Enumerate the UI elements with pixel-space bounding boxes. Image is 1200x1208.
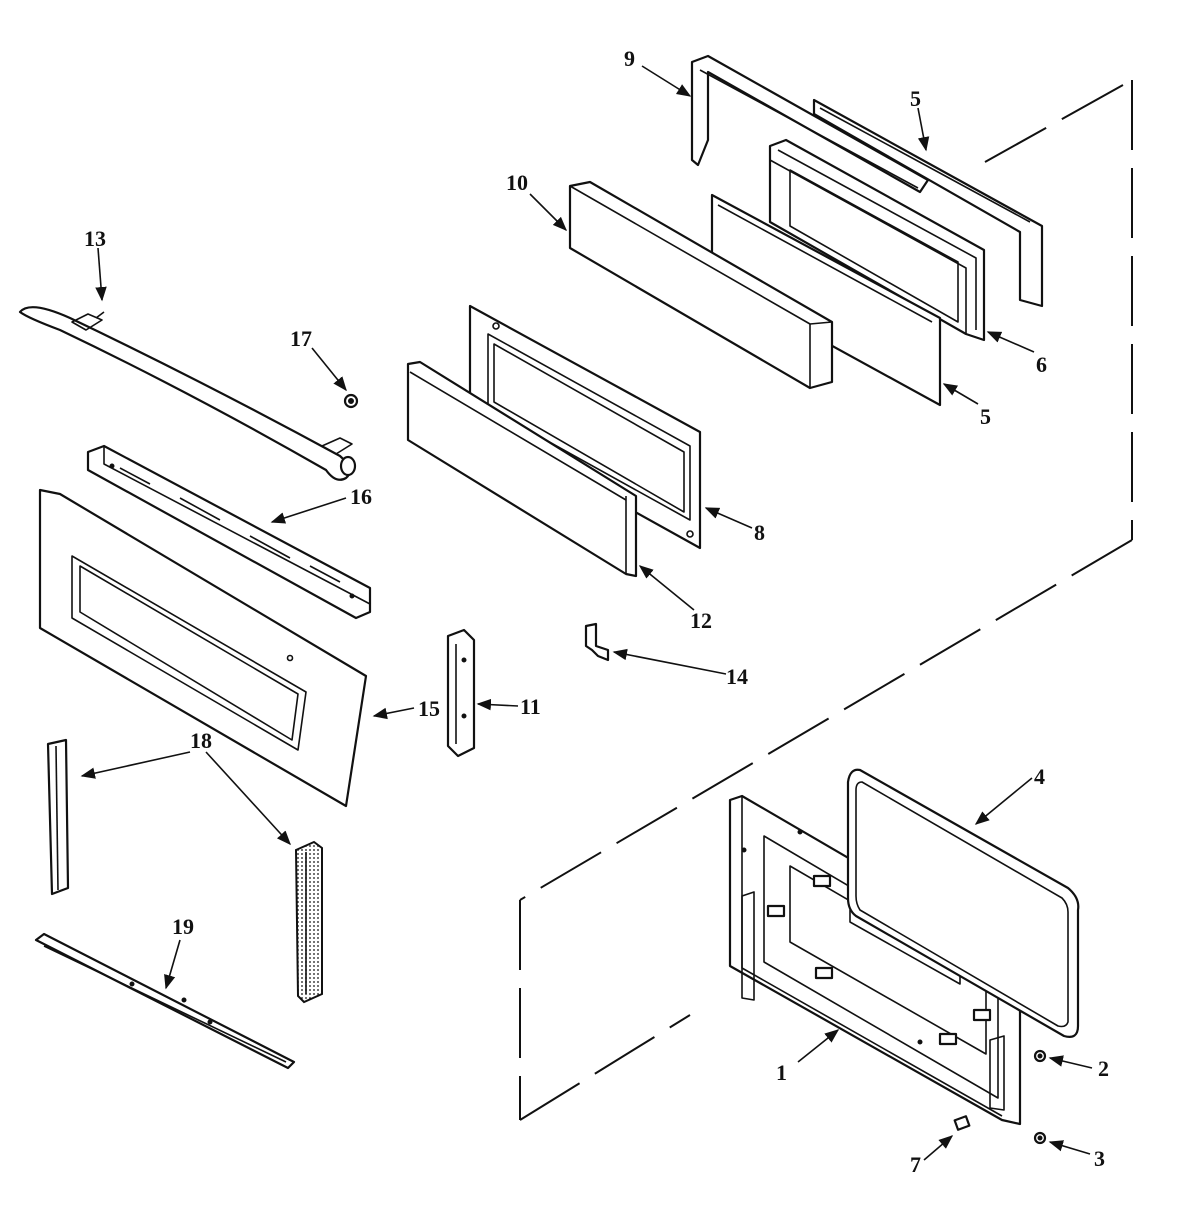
- callout-8: 8: [754, 520, 765, 545]
- part-4-gasket: [846, 768, 1080, 1038]
- callout-11: 11: [520, 694, 541, 719]
- part-18-side-trim-right: [294, 840, 323, 1004]
- callout-17: 17: [290, 326, 312, 351]
- callout-16: 16: [350, 484, 372, 509]
- part-2-fastener: [1033, 1049, 1047, 1063]
- part-9-trim: [690, 54, 930, 194]
- section-boundary-lines: [519, 79, 1133, 1121]
- part-8-inner-frame: [468, 304, 702, 550]
- callout-7: 7: [910, 1152, 921, 1177]
- part-10-baffle: [568, 180, 834, 390]
- part-19-bottom-rail: [34, 932, 296, 1070]
- part-7-spacer: [953, 1115, 971, 1131]
- callout-labels: 9 5 10 13 17 6 5 16 8 12 14 15 11 18 4 1…: [84, 46, 1109, 1177]
- part-13-handle: [18, 306, 357, 481]
- part-18-side-trim-left: [46, 738, 70, 896]
- callout-15: 15: [418, 696, 440, 721]
- part-11-side-trim: [446, 628, 476, 758]
- part-16-top-channel: [86, 444, 372, 620]
- callout-18: 18: [190, 728, 212, 753]
- callout-12: 12: [690, 608, 712, 633]
- leader-lines: [80, 65, 1093, 1161]
- part-5-insulation-upper: [812, 98, 1044, 308]
- part-6-glass-pack: [768, 138, 986, 342]
- callout-13: 13: [84, 226, 106, 251]
- callout-1: 1: [776, 1060, 787, 1085]
- callout-4: 4: [1034, 764, 1045, 789]
- callout-2: 2: [1098, 1056, 1109, 1081]
- callout-5-upper: 5: [910, 86, 921, 111]
- part-3-fastener: [1033, 1131, 1047, 1145]
- callout-14: 14: [726, 664, 748, 689]
- part-12-inner-glass: [406, 360, 638, 578]
- callout-10: 10: [506, 170, 528, 195]
- callout-6: 6: [1036, 352, 1047, 377]
- part-15-outer-door: [38, 488, 368, 808]
- part-14-clip: [584, 622, 610, 662]
- part-17-fastener: [343, 393, 359, 409]
- callout-9: 9: [624, 46, 635, 71]
- callout-3: 3: [1094, 1146, 1105, 1171]
- callout-19: 19: [172, 914, 194, 939]
- callout-5-lower: 5: [980, 404, 991, 429]
